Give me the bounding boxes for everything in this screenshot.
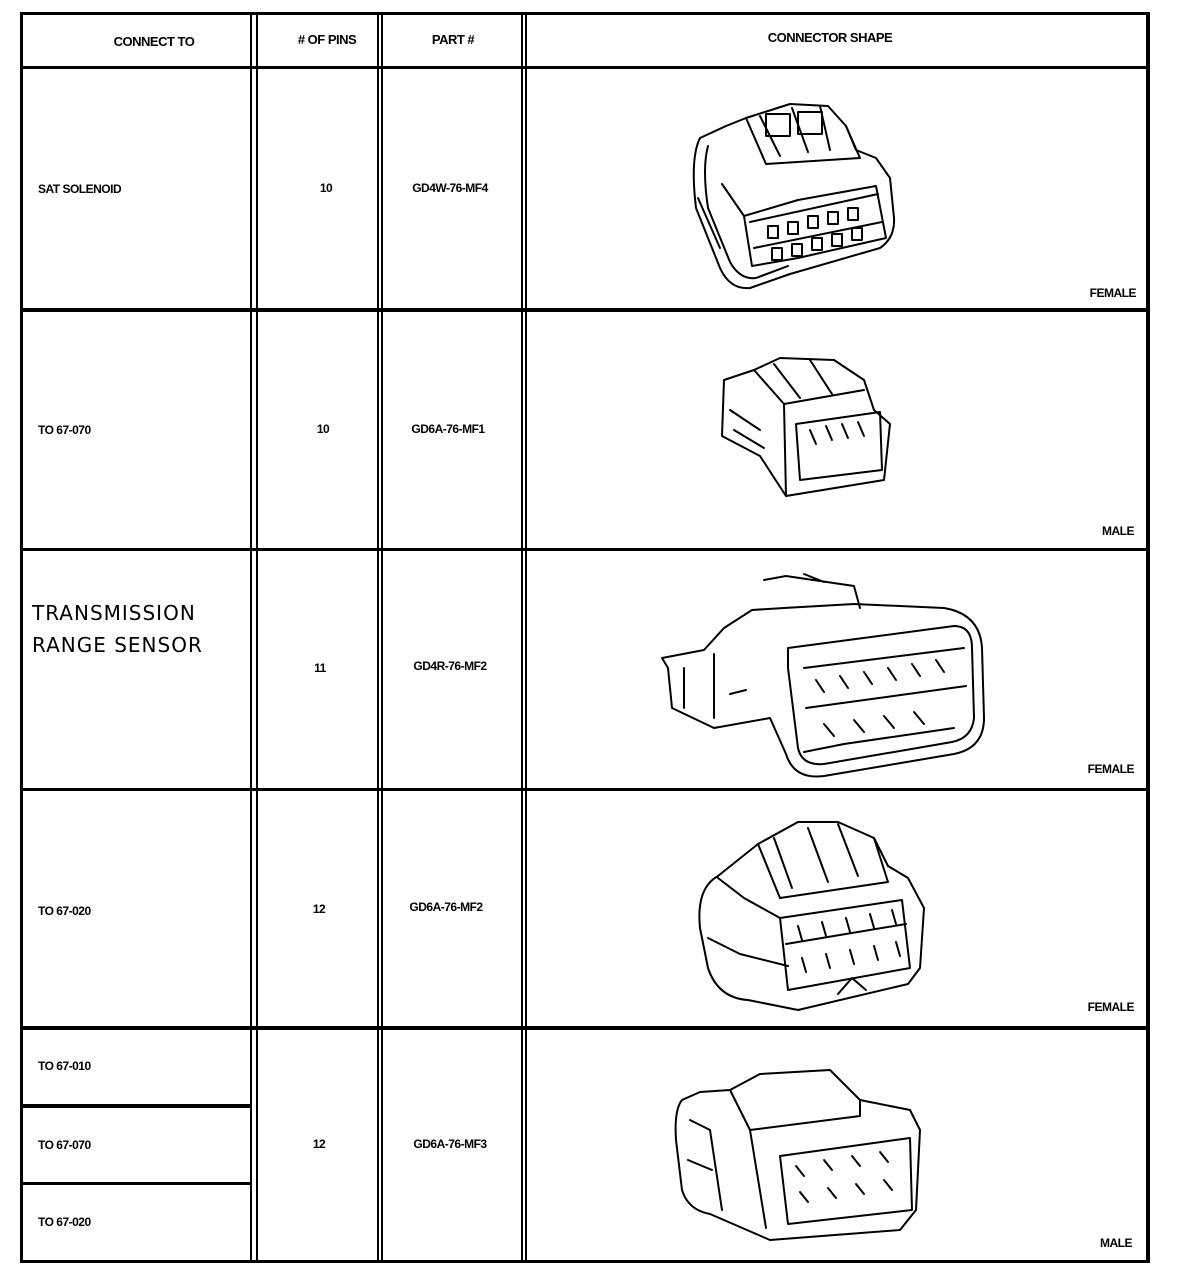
row5-connect-to-2: TO 67-070 bbox=[38, 1138, 91, 1152]
header-part: PART # bbox=[431, 32, 475, 47]
table-border-right bbox=[1146, 12, 1150, 1263]
header-pins: # OF PINS bbox=[297, 32, 357, 47]
column-divider bbox=[377, 12, 379, 1263]
sub-row-divider bbox=[20, 1182, 252, 1185]
connector-12pin-female-icon bbox=[698, 821, 925, 1011]
connector-10pin-female-icon bbox=[692, 103, 896, 290]
column-divider bbox=[525, 12, 527, 1263]
row3-gender-label: FEMALE bbox=[1087, 762, 1135, 776]
row4-pins: 12 bbox=[312, 902, 326, 916]
row1-gender-label: FEMALE bbox=[1089, 286, 1137, 300]
connector-table: CONNECT TO # OF PINS PART # CONNECTOR SH… bbox=[20, 12, 1150, 1264]
row3-connect-to-line2: RANGE SENSOR bbox=[32, 633, 203, 657]
row5-connect-to-3: TO 67-020 bbox=[38, 1215, 91, 1229]
table-border-left bbox=[20, 12, 23, 1263]
row-divider bbox=[20, 1026, 1150, 1030]
row2-gender-label: MALE bbox=[1102, 524, 1135, 538]
row-divider bbox=[20, 548, 1150, 551]
column-divider bbox=[521, 12, 523, 1263]
table-border-top bbox=[20, 12, 1150, 15]
column-divider bbox=[250, 12, 252, 1263]
row4-part: GD6A-76-MF2 bbox=[409, 900, 483, 914]
row4-connect-to: TO 67-020 bbox=[38, 904, 91, 918]
row3-pins: 11 bbox=[314, 661, 326, 675]
column-divider bbox=[256, 12, 258, 1263]
row5-part: GD6A-76-MF3 bbox=[413, 1137, 487, 1151]
sub-row-divider bbox=[20, 1104, 252, 1108]
row1-pins: 10 bbox=[319, 181, 333, 195]
row-divider bbox=[20, 788, 1150, 791]
column-divider bbox=[381, 12, 383, 1263]
header-connect-to: CONNECT TO bbox=[113, 34, 195, 49]
row1-part: GD4W-76-MF4 bbox=[412, 181, 488, 195]
row5-connect-to-1: TO 67-010 bbox=[38, 1059, 91, 1073]
table-border-bottom bbox=[20, 1260, 1150, 1263]
header-shape: CONNECTOR SHAPE bbox=[767, 30, 893, 45]
row3-part: GD4R-76-MF2 bbox=[413, 659, 487, 673]
row3-connect-to-line1: TRANSMISSION bbox=[32, 601, 196, 625]
row2-connect-to: TO 67-070 bbox=[38, 423, 91, 437]
row1-connect-to: SAT SOLENOID bbox=[38, 182, 122, 196]
connector-10pin-male-icon bbox=[721, 357, 891, 497]
row2-pins: 10 bbox=[316, 422, 330, 436]
row-divider bbox=[20, 308, 1150, 312]
connector-12pin-male-icon bbox=[674, 1069, 921, 1241]
row5-pins: 12 bbox=[312, 1137, 326, 1151]
row2-part: GD6A-76-MF1 bbox=[411, 422, 485, 436]
row4-gender-label: FEMALE bbox=[1087, 1000, 1135, 1014]
row5-gender-label: MALE bbox=[1100, 1236, 1133, 1250]
connector-11pin-female-icon bbox=[661, 573, 985, 778]
row-divider bbox=[20, 66, 1150, 69]
